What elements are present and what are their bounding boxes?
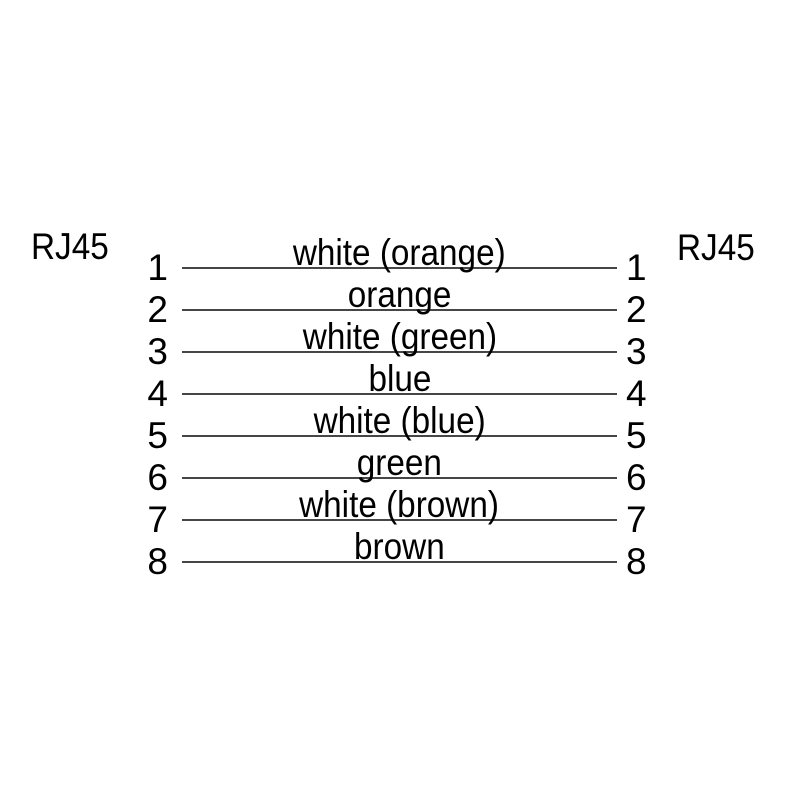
pin-number-right: 3 xyxy=(626,331,647,372)
pin-number-right: 2 xyxy=(626,289,647,330)
pin-number-right: 1 xyxy=(626,247,647,288)
wire-line xyxy=(182,393,617,395)
wire-color-label-text: white (green) xyxy=(302,316,497,357)
wire-color-label: blue xyxy=(182,360,617,397)
wire-color-label-text: white (orange) xyxy=(293,232,506,273)
pin-number-left: 6 xyxy=(147,457,168,498)
wire-line xyxy=(182,267,617,269)
right-connector-label-text: RJ45 xyxy=(677,227,755,268)
wire-color-label-text: brown xyxy=(354,526,445,567)
pin-number-right: 4 xyxy=(626,373,647,414)
wire-color-label: white (green) xyxy=(182,318,617,355)
wire-line xyxy=(182,435,617,437)
right-connector-label: RJ45 xyxy=(677,229,763,266)
wire-color-label: white (orange) xyxy=(182,234,617,271)
wire-color-label-text: green xyxy=(356,442,443,483)
left-connector-label-text: RJ45 xyxy=(31,226,109,267)
wire-line xyxy=(182,309,617,311)
pin-number-left: 2 xyxy=(147,289,168,330)
wire-color-label: white (blue) xyxy=(182,402,617,439)
wire-color-label: orange xyxy=(182,276,617,313)
wire-line xyxy=(182,351,617,353)
pin-number-right: 8 xyxy=(626,541,647,582)
pin-number-right: 5 xyxy=(626,415,647,456)
pin-number-left: 4 xyxy=(147,373,168,414)
pin-number-left: 1 xyxy=(147,247,168,288)
wire-line xyxy=(182,561,617,563)
pin-number-left: 7 xyxy=(147,499,168,540)
wire-color-label: green xyxy=(182,444,617,481)
pin-number-left: 5 xyxy=(147,415,168,456)
left-connector-label: RJ45 xyxy=(31,228,117,265)
wire-line xyxy=(182,519,617,521)
pin-number-right: 6 xyxy=(626,457,647,498)
wire-color-label: brown xyxy=(182,528,617,565)
pin-number-right: 7 xyxy=(626,499,647,540)
pin-number-left: 3 xyxy=(147,331,168,372)
wire-color-label-text: blue xyxy=(368,358,431,399)
wire-color-label-text: white (blue) xyxy=(313,400,486,441)
wire-color-label-text: orange xyxy=(347,274,452,315)
wire-color-label: white (brown) xyxy=(182,486,617,523)
wire-line xyxy=(182,477,617,479)
pin-number-left: 8 xyxy=(147,541,168,582)
wire-color-label-text: white (brown) xyxy=(299,484,500,525)
